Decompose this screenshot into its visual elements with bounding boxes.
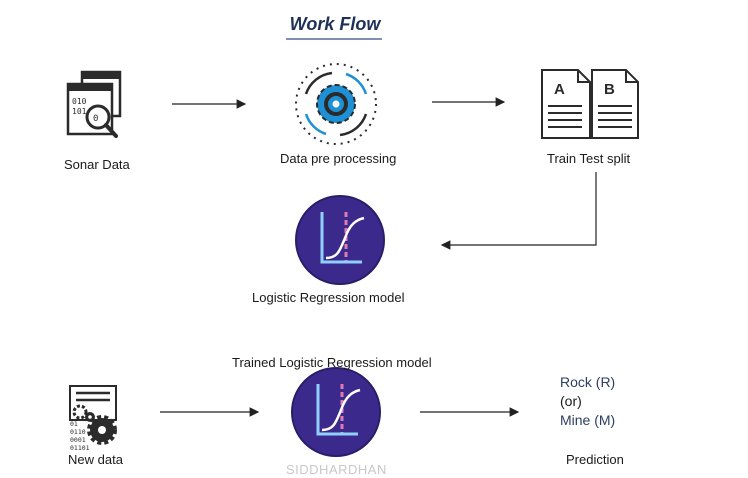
outcome-rock: Rock (R) [560, 374, 616, 390]
code-line-4: 01101 [70, 444, 90, 452]
code-line-2: 0110 [70, 428, 86, 436]
train-test-split-icon: A B [541, 69, 639, 139]
arrow-split-to-model [440, 172, 597, 250]
prediction-label: Prediction [566, 452, 624, 467]
binary-line-1: 010 [72, 97, 87, 106]
trained-model-icon [291, 367, 381, 457]
sonar-data-icon: 010 101 0 [66, 70, 122, 138]
new-data-icon: 01 0110 0001 01101 [69, 385, 117, 452]
new-data-label: New data [68, 452, 123, 467]
logistic-model-icon [295, 195, 385, 285]
doc-letter-a: A [554, 81, 565, 98]
title-underline [286, 38, 382, 40]
outcome-or: (or) [560, 393, 582, 409]
code-line-3: 0001 [70, 436, 86, 444]
sonar-data-label: Sonar Data [64, 157, 130, 172]
page-title: Work Flow [289, 14, 381, 34]
doc-letter-b: B [604, 81, 615, 98]
train-test-split-label: Train Test split [547, 151, 631, 166]
outcome-mine: Mine (M) [560, 412, 616, 428]
logistic-model-label: Logistic Regression model [252, 290, 405, 305]
preprocessing-gear-icon [295, 63, 377, 145]
watermark: SIDDHARDHAN [286, 462, 387, 477]
preprocessing-label: Data pre processing [280, 151, 397, 166]
trained-model-label: Trained Logistic Regression model [232, 355, 432, 370]
code-line-1: 01 [70, 420, 78, 428]
binary-line-2: 101 [72, 107, 87, 116]
binary-line-3: 0 [93, 114, 98, 124]
